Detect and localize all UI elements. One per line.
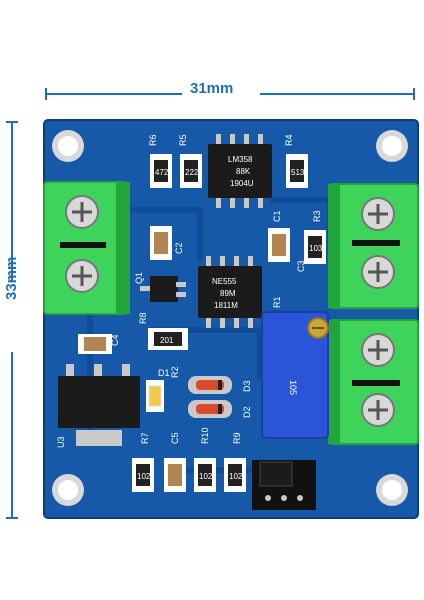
capacitor-c5 <box>164 458 186 492</box>
svg-text:C5: C5 <box>170 432 180 444</box>
transistor-q1 <box>140 276 186 302</box>
resistor-r9: 102 <box>224 458 246 492</box>
svg-text:102: 102 <box>199 472 213 481</box>
svg-text:C1: C1 <box>272 210 282 222</box>
resistor-r4: 513 <box>286 154 308 188</box>
svg-text:R9: R9 <box>232 432 242 444</box>
resistor-r6: 472 <box>150 154 172 188</box>
svg-text:C2: C2 <box>174 242 184 254</box>
resistor-r5: 222 <box>180 154 202 188</box>
chip-top-line-1: LM358 <box>228 155 253 164</box>
svg-text:472: 472 <box>155 168 169 177</box>
svg-text:222: 222 <box>185 168 199 177</box>
silkscreen-labels: R6 R5 R4 R3 C1 C2 C3 Q1 R8 C4 R1 U3 D1 D… <box>56 134 322 448</box>
ic-chip-top: LM358 88K 1904U <box>208 134 272 208</box>
svg-text:C3: C3 <box>296 260 306 272</box>
width-dimension-label: 31mm <box>190 80 234 97</box>
svg-text:R2: R2 <box>170 366 180 378</box>
svg-text:R1: R1 <box>272 296 282 308</box>
svg-text:102: 102 <box>229 472 243 481</box>
jumper-header[interactable] <box>252 460 316 510</box>
resistor-r3: 103 <box>304 230 326 264</box>
svg-text:D2: D2 <box>242 406 252 418</box>
pot-label: 105 <box>288 380 298 395</box>
resistor-r7: 102 <box>132 458 154 492</box>
svg-text:D3: D3 <box>242 380 252 392</box>
svg-text:102: 102 <box>137 472 151 481</box>
resistor-r10: 102 <box>194 458 216 492</box>
capacitor-c2 <box>150 226 172 260</box>
svg-text:U3: U3 <box>56 436 66 448</box>
chip-bottom-line-3: 1811M <box>214 301 238 310</box>
chip-top-line-3: 1904U <box>230 179 254 188</box>
svg-text:103: 103 <box>309 244 323 253</box>
svg-text:201: 201 <box>160 336 174 345</box>
chip-top-line-2: 88K <box>236 167 251 176</box>
svg-text:513: 513 <box>291 168 305 177</box>
chip-bottom-line-1: NE555 <box>212 277 237 286</box>
mounting-holes <box>52 130 408 506</box>
svg-text:R4: R4 <box>284 134 294 146</box>
diode-d3 <box>188 376 232 394</box>
led-d1 <box>146 380 164 412</box>
svg-text:C4: C4 <box>110 334 120 346</box>
capacitor-c1 <box>268 228 290 262</box>
voltage-regulator-u3 <box>58 364 140 446</box>
diode-d2 <box>188 400 232 418</box>
svg-text:Q1: Q1 <box>134 272 144 284</box>
height-dimension-line <box>6 121 18 519</box>
svg-text:R8: R8 <box>138 312 148 324</box>
width-dimension-line <box>45 88 415 100</box>
ic-chip-bottom: NE555 89M 1811M <box>198 256 262 328</box>
resistor-r8: 201 <box>148 328 188 350</box>
right-terminal-block-bottom <box>328 319 419 445</box>
right-terminal-block-top <box>328 183 419 309</box>
capacitor-c4 <box>78 334 112 354</box>
svg-text:R7: R7 <box>140 432 150 444</box>
svg-text:R5: R5 <box>178 134 188 146</box>
trimmer-potentiometer[interactable]: 105 <box>261 311 329 439</box>
svg-text:R3: R3 <box>312 210 322 222</box>
svg-text:D1: D1 <box>158 368 170 378</box>
chip-bottom-line-2: 89M <box>220 289 236 298</box>
svg-text:R10: R10 <box>200 427 210 444</box>
left-terminal-block <box>43 181 130 315</box>
svg-text:R6: R6 <box>148 134 158 146</box>
